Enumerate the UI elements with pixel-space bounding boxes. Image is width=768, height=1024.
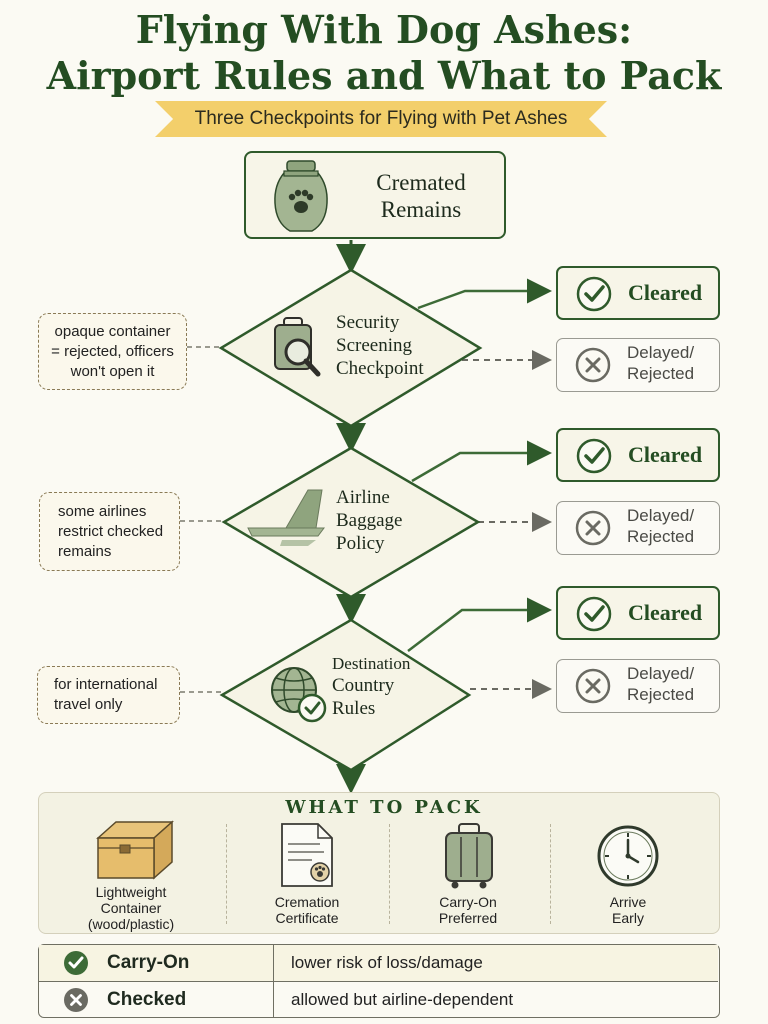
globe-check-icon: [271, 667, 327, 723]
note-airline: some airlines restrict checked remains: [39, 492, 180, 571]
cleared-label-destination: Cleared: [628, 600, 703, 625]
arrow-security-cleared: [417, 278, 552, 310]
checkpoint-destination-line3: Rules: [332, 698, 376, 719]
rejected-destination-line1: Delayed/: [627, 664, 695, 683]
pack-item-container-line1: Lightweight: [95, 884, 167, 900]
pack-item-container-line3: (wood/plastic): [87, 916, 175, 932]
checkpoint-airline-line2: Baggage: [336, 510, 403, 531]
arrow-destination-cleared: [407, 597, 552, 652]
diamond-security: [218, 268, 483, 428]
pack-divider: [389, 824, 390, 924]
checkpoint-security-label: Security Screening Checkpoint: [336, 311, 456, 380]
pack-item-carry-on-line2: Preferred: [438, 910, 498, 926]
rejected-label-security: Delayed/ Rejected: [627, 342, 717, 384]
cleared-box-security: Cleared: [556, 266, 720, 320]
checkpoint-security-line1: Security: [336, 312, 400, 333]
rejected-label-airline: Delayed/ Rejected: [627, 505, 717, 547]
checkpoint-destination-line2: Country: [332, 675, 395, 696]
carry-on-vs-checked-table: Carry-On lower risk of loss/damage Check…: [38, 944, 720, 1018]
rejected-box-airline: Delayed/ Rejected: [556, 501, 720, 555]
start-label-line2: Remains: [380, 197, 462, 222]
what-to-pack-title: WHAT TO PACK: [285, 797, 483, 818]
diamond-destination: [219, 618, 472, 772]
x-circle-icon: [575, 347, 611, 383]
pack-divider: [550, 824, 551, 924]
table-key-carry-on: Carry-On: [107, 952, 190, 973]
table-value-carry-on: lower risk of loss/damage: [291, 953, 483, 972]
pack-item-carry-on: Carry-On Preferred: [393, 894, 543, 926]
checkpoint-airline-label: Airline Baggage Policy: [336, 486, 446, 555]
pack-item-certificate-line2: Certificate: [275, 910, 339, 926]
pack-item-arrive-early-line1: Arrive: [609, 894, 647, 910]
pack-item-certificate: Cremation Certificate: [232, 894, 382, 926]
diamond-airline: [221, 446, 481, 599]
checkpoint-airline-line1: Airline: [336, 487, 390, 508]
rejected-box-destination: Delayed/ Rejected: [556, 659, 720, 713]
note-destination: for international travel only: [37, 666, 180, 724]
checkpoint-destination-label: Destination Country Rules: [332, 654, 442, 720]
rejected-security-line1: Delayed/: [627, 343, 695, 362]
note-security: opaque container = rejected, officers wo…: [38, 313, 187, 390]
certificate-icon: [281, 823, 333, 887]
check-circle-icon: [576, 276, 612, 312]
start-label: Cremated Remains: [346, 169, 496, 223]
checkpoint-destination-line1: Destination: [332, 654, 411, 673]
table-row: Carry-On lower risk of loss/damage: [39, 945, 718, 982]
page-title-line1: Flying With Dog Ashes:: [135, 7, 633, 52]
pack-item-carry-on-line1: Carry-On: [439, 894, 497, 910]
suitcase-icon: [445, 823, 493, 889]
airplane-tail-icon: [247, 489, 325, 546]
pack-item-arrive-early-line2: Early: [612, 910, 644, 926]
cleared-box-destination: Cleared: [556, 586, 720, 640]
urn-paw-icon: [274, 160, 328, 232]
checkpoint-security-line3: Checkpoint: [336, 358, 424, 379]
table-col-divider: [273, 982, 274, 1017]
rejected-destination-line2: Rejected: [627, 685, 695, 704]
table-col-divider: [273, 945, 274, 981]
pack-item-certificate-line1: Cremation: [274, 894, 340, 910]
luggage-magnifier-icon: [274, 317, 321, 377]
rejected-security-line2: Rejected: [627, 364, 695, 383]
rejected-airline-line2: Rejected: [627, 527, 695, 546]
page-title-line2: Airport Rules and What to Pack: [46, 53, 722, 98]
cleared-label-security: Cleared: [628, 280, 703, 305]
wooden-box-icon: [96, 820, 174, 880]
check-circle-filled-icon: [64, 951, 88, 975]
cleared-label-airline: Cleared: [628, 442, 703, 467]
rejected-airline-line1: Delayed/: [627, 506, 695, 525]
rejected-box-security: Delayed/ Rejected: [556, 338, 720, 392]
table-key-checked: Checked: [107, 989, 187, 1010]
table-row: Checked allowed but airline-dependent: [39, 982, 718, 1018]
pack-divider: [226, 824, 227, 924]
table-value-checked: allowed but airline-dependent: [291, 990, 514, 1009]
cleared-box-airline: Cleared: [556, 428, 720, 482]
start-label-line1: Cremated: [376, 170, 466, 195]
checkpoint-airline-line3: Policy: [336, 533, 385, 554]
clock-icon: [597, 825, 659, 887]
arrow-airline-cleared: [411, 440, 552, 483]
checkpoint-security-line2: Screening: [336, 335, 412, 356]
start-box-cremated-remains: Cremated Remains: [244, 151, 506, 239]
pack-item-container-line2: Container: [100, 900, 162, 916]
x-circle-icon: [575, 510, 611, 546]
pack-item-arrive-early: Arrive Early: [553, 894, 703, 926]
check-circle-icon: [576, 438, 612, 474]
rejected-label-destination: Delayed/ Rejected: [627, 663, 717, 705]
subtitle-banner: Three Checkpoints for Flying with Pet As…: [155, 101, 607, 137]
x-circle-icon: [575, 668, 611, 704]
check-circle-icon: [576, 596, 612, 632]
x-circle-filled-icon: [64, 988, 88, 1012]
pack-item-container: Lightweight Container (wood/plastic): [56, 884, 206, 932]
